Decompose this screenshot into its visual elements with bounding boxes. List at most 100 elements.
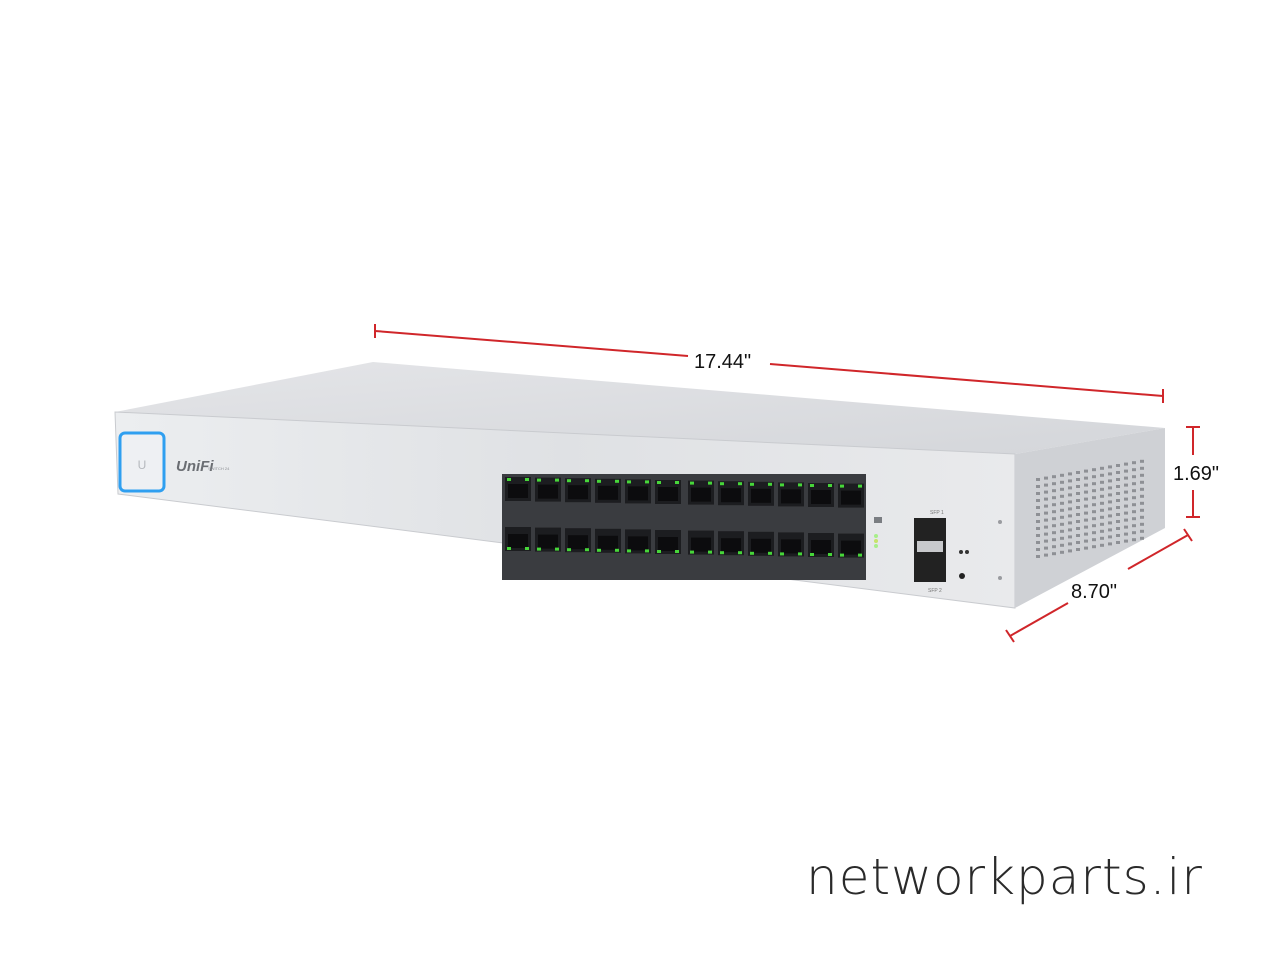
port-led — [597, 548, 601, 552]
sfp1-label: SFP 1 — [930, 510, 944, 516]
vent-hole — [1076, 527, 1080, 530]
vent-hole — [1052, 489, 1056, 493]
rj45-port[interactable] — [595, 478, 621, 503]
vent-hole — [1140, 473, 1144, 477]
vent-hole — [1124, 532, 1128, 536]
port-led — [720, 551, 724, 555]
rj45-port[interactable] — [688, 480, 714, 505]
sfp-led — [965, 550, 969, 554]
rj45-port[interactable] — [655, 480, 681, 504]
rj45-port[interactable] — [535, 477, 561, 502]
rj45-port[interactable] — [778, 482, 804, 507]
vent-hole — [1036, 534, 1040, 537]
rj45-port[interactable] — [565, 478, 591, 503]
port-led — [675, 550, 679, 553]
rj45-port[interactable] — [808, 533, 834, 557]
rj45-port[interactable] — [808, 483, 834, 507]
vent-hole — [1116, 527, 1120, 530]
vent-hole — [1044, 553, 1048, 557]
vent-hole — [1052, 510, 1056, 514]
rj45-port[interactable] — [595, 528, 621, 553]
vent-hole — [1140, 522, 1144, 526]
rj45-port[interactable] — [748, 531, 774, 556]
vent-hole — [1132, 510, 1136, 514]
port-led — [585, 548, 589, 552]
vent-hole — [1076, 478, 1080, 481]
port-led — [768, 551, 772, 555]
rj45-port[interactable] — [748, 481, 774, 506]
sfp-latch — [917, 541, 943, 552]
vent-hole — [1108, 528, 1112, 532]
vent-hole — [1084, 490, 1088, 494]
port-led — [828, 484, 832, 487]
port-led — [507, 547, 511, 550]
vent-hole — [1124, 525, 1128, 529]
vent-hole — [1052, 482, 1056, 486]
port-led — [798, 552, 802, 556]
rack-screw — [998, 576, 1002, 580]
vent-hole — [1116, 492, 1120, 495]
vent-hole — [1060, 480, 1064, 484]
u-led-button[interactable] — [118, 431, 166, 493]
vent-hole — [1100, 473, 1104, 477]
vent-hole — [1100, 466, 1104, 470]
sfp-led — [959, 550, 963, 554]
vent-hole — [1076, 548, 1080, 551]
vent-hole — [1092, 475, 1096, 479]
vent-hole — [1100, 522, 1104, 526]
vent-hole — [1132, 489, 1136, 493]
status-led — [874, 544, 878, 548]
vent-hole — [1108, 465, 1112, 469]
vent-hole — [1068, 479, 1072, 483]
model-label: SWITCH 24 — [208, 466, 230, 471]
vent-hole — [1052, 503, 1056, 507]
vent-hole — [1036, 492, 1040, 495]
vent-hole — [1044, 497, 1048, 501]
vent-hole — [1116, 464, 1120, 467]
vent-hole — [1100, 508, 1104, 512]
rj45-port[interactable] — [535, 527, 561, 552]
rj45-port[interactable] — [778, 532, 804, 557]
switch-side-face — [1015, 428, 1165, 608]
vent-hole — [1108, 514, 1112, 518]
port-led — [555, 478, 559, 482]
vent-hole — [1060, 529, 1064, 533]
rj45-port[interactable] — [505, 477, 531, 501]
rj45-port[interactable] — [625, 529, 651, 554]
rj45-port[interactable] — [838, 483, 864, 508]
vent-hole — [1108, 486, 1112, 490]
vent-hole — [1076, 506, 1080, 509]
rj45-port[interactable] — [505, 527, 531, 551]
vent-hole — [1060, 515, 1064, 519]
vent-hole — [1068, 521, 1072, 525]
port-led — [738, 482, 742, 486]
vent-hole — [1036, 485, 1040, 488]
vent-hole — [1084, 525, 1088, 529]
vent-hole — [1124, 462, 1128, 466]
vent-hole — [1100, 536, 1104, 540]
vent-hole — [1084, 497, 1088, 501]
vent-hole — [1140, 480, 1144, 484]
port-led — [597, 479, 601, 483]
vent-hole — [1068, 507, 1072, 511]
depth-label: 8.70" — [1071, 581, 1117, 603]
rj45-port[interactable] — [718, 531, 744, 556]
rj45-port[interactable] — [655, 530, 681, 554]
rj45-port[interactable] — [838, 533, 864, 558]
sfp2-label: SFP 2 — [928, 588, 942, 594]
vent-hole — [1052, 538, 1056, 542]
vent-hole — [1084, 504, 1088, 508]
status-led — [874, 539, 878, 543]
reset-button[interactable] — [959, 573, 965, 579]
vent-grille — [1036, 459, 1144, 558]
rj45-port[interactable] — [688, 530, 714, 555]
vent-hole — [1068, 472, 1072, 476]
rj45-port[interactable] — [565, 528, 591, 553]
vent-hole — [1116, 513, 1120, 516]
port-led — [780, 552, 784, 556]
vent-hole — [1044, 532, 1048, 536]
rj45-port[interactable] — [718, 481, 744, 506]
rj45-port[interactable] — [625, 479, 651, 504]
vent-hole — [1044, 490, 1048, 494]
port-led — [567, 548, 571, 552]
